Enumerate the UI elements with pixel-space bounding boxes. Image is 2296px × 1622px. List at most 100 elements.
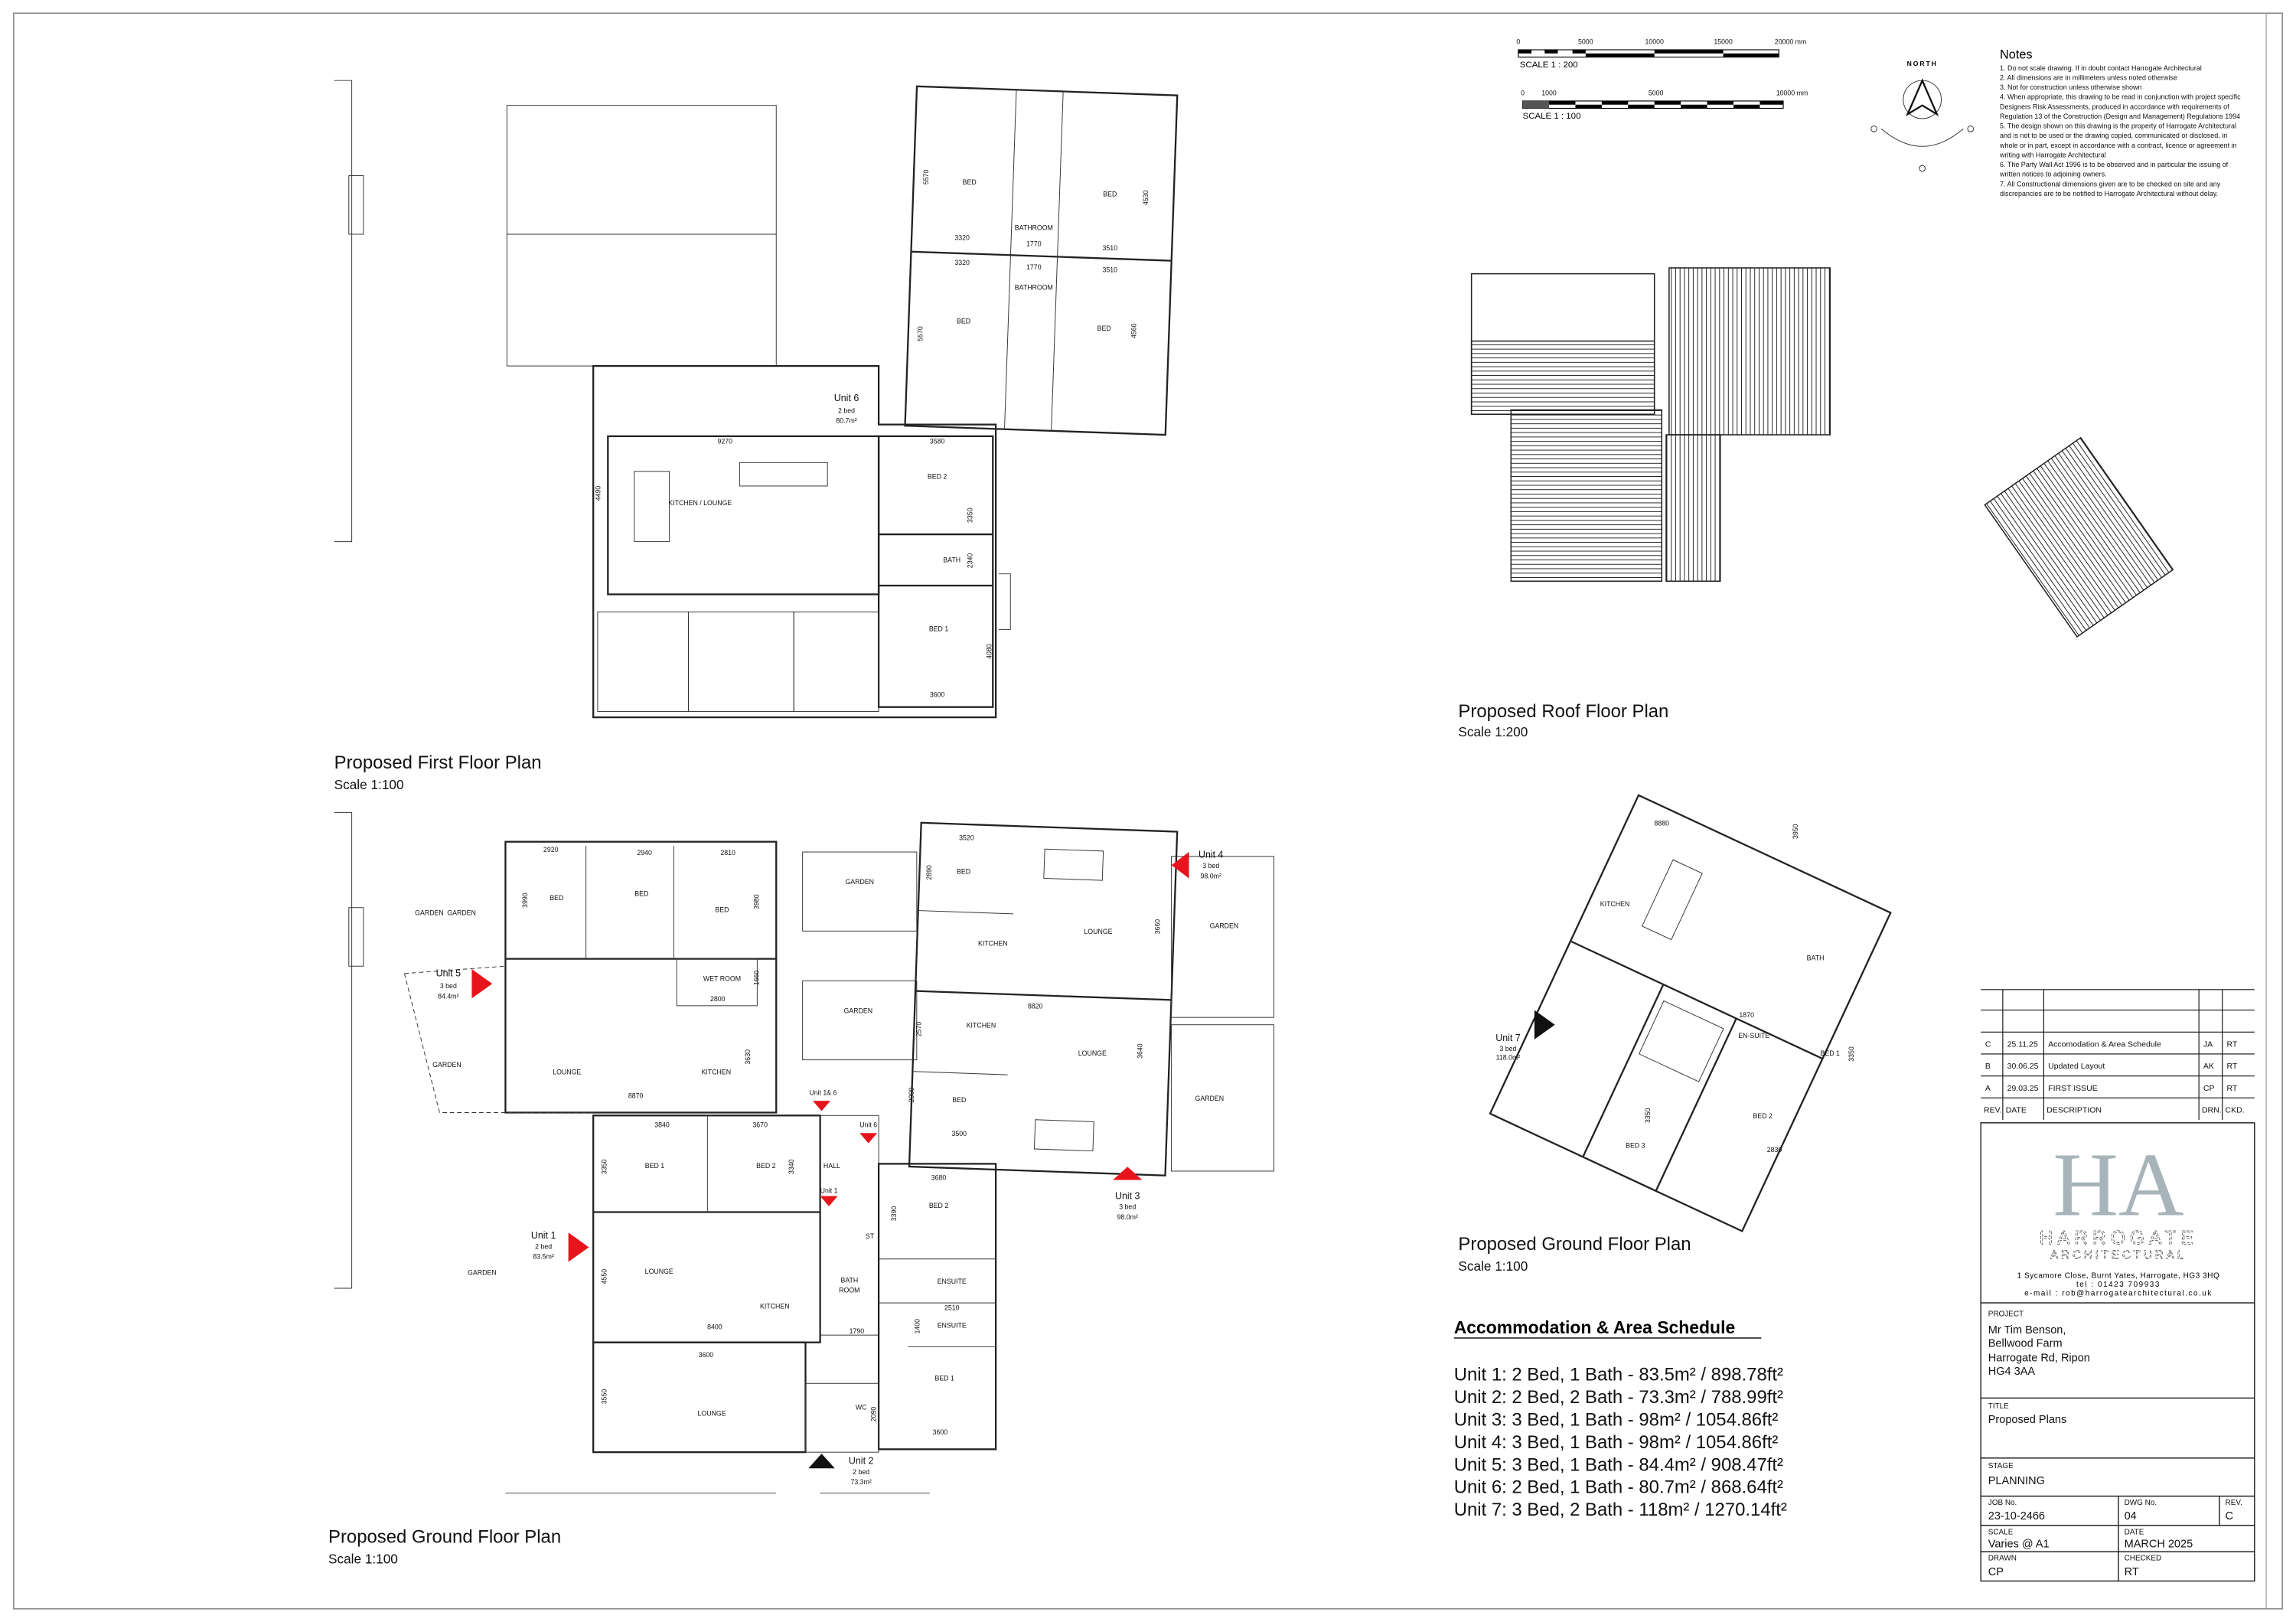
plan-label: 1400 xyxy=(914,1319,921,1334)
revision-cell: JA xyxy=(2203,1039,2213,1049)
plan-label: 3680 xyxy=(931,1173,947,1181)
tick-label: 15000 xyxy=(1714,38,1733,45)
plan-label: 3350 xyxy=(967,507,974,523)
plan-label: KITCHEN xyxy=(978,939,1008,947)
scale-label: SCALE 1 : 100 xyxy=(1523,112,1581,121)
plan-label: KITCHEN xyxy=(1600,900,1630,908)
north-label: NORTH xyxy=(1907,60,1938,67)
plan-label: 3510 xyxy=(1103,266,1118,274)
note-line: 3. Not for construction unless otherwise… xyxy=(2000,83,2141,91)
plan-label: WC xyxy=(856,1404,867,1411)
plan-label: BED xyxy=(1097,325,1111,332)
scale-bar-1-100: 0 1000 5000 10000 mm SCALE 1 : 100 xyxy=(1521,89,1808,121)
plan-label: Unit 7 xyxy=(1495,1033,1521,1043)
plan-label: BED xyxy=(715,906,729,913)
plan-label: 1790 xyxy=(850,1327,865,1335)
plan-label: LOUNGE xyxy=(698,1409,726,1417)
plan-scale: Scale 1:100 xyxy=(334,777,404,792)
revision-cell: Updated Layout xyxy=(2048,1062,2105,1071)
date-label: DATE xyxy=(2125,1528,2144,1536)
plan-label: ST xyxy=(866,1232,875,1240)
plan-label: 2810 xyxy=(720,849,735,857)
scale-label: SCALE 1 : 200 xyxy=(1520,60,1578,70)
plan-label: BED 2 xyxy=(929,1202,948,1209)
revision-cell: 29.03.25 xyxy=(2007,1084,2039,1093)
revision-table xyxy=(1981,989,2255,1121)
revision-cell: B xyxy=(1985,1062,1991,1071)
unit1-6-entrance-marker xyxy=(813,1101,830,1111)
plan-label: BED 2 xyxy=(928,472,947,480)
plan-label: 1770 xyxy=(1026,240,1042,247)
plan-label: 98.0m² xyxy=(1117,1213,1138,1221)
plan-label: Unit 5 xyxy=(436,968,461,979)
plan-label: BATHROOM xyxy=(1015,284,1053,292)
plan-label: BED xyxy=(1103,190,1117,197)
tick-label: 5000 xyxy=(1578,38,1593,45)
company-logo: HA HARROGATE ARCHITECTURAL xyxy=(2039,1134,2193,1262)
plan-label: 2090 xyxy=(869,1407,877,1422)
note-line: Regulation 13 of the Construction (Desig… xyxy=(2000,113,2240,120)
plan-label: 4080 xyxy=(985,644,993,659)
plan-label: 1660 xyxy=(752,971,760,986)
plan-label: Unit 3 xyxy=(1115,1190,1140,1201)
company-email: e-mail : rob@harrogatearchitectural.co.u… xyxy=(2024,1290,2213,1298)
revision-header: REV. xyxy=(1984,1105,2002,1115)
plan-label: 83.5m² xyxy=(533,1253,553,1261)
rev-label: REV. xyxy=(2226,1499,2242,1507)
plan-label: 3520 xyxy=(959,834,974,842)
note-line: and is not to be used or the drawing cop… xyxy=(2000,132,2227,139)
north-compass-icon: NORTH xyxy=(1870,60,1975,172)
plan-label: GARDEN xyxy=(415,909,444,916)
project-line: Harrogate Rd, Ripon xyxy=(1988,1353,2090,1365)
plan-label: BED xyxy=(550,894,563,902)
project-label: PROJECT xyxy=(1988,1310,2024,1318)
plan-label: 3 bed xyxy=(1499,1045,1516,1053)
plan-label: LOUNGE xyxy=(1084,928,1112,935)
plan-label: 3500 xyxy=(952,1130,967,1137)
plan-title: Proposed Ground Floor Plan xyxy=(328,1527,561,1548)
plan-label: ENSUITE xyxy=(938,1278,967,1285)
plan-label: BED 2 xyxy=(756,1162,775,1170)
rev-value: C xyxy=(2226,1510,2233,1522)
unit2-entrance-marker xyxy=(808,1454,835,1469)
plan-label: BED 1 xyxy=(929,625,948,632)
revision-cell: 30.06.25 xyxy=(2007,1062,2039,1071)
plan-label: Unit 2 xyxy=(849,1455,874,1466)
plan-label: 5570 xyxy=(922,170,930,185)
company-tel: tel : 01423 709933 xyxy=(2076,1281,2161,1289)
schedule-row: Unit 6: 2 Bed, 1 Bath - 80.7m² / 868.64f… xyxy=(1454,1477,1783,1498)
plan-label: ENSUITE xyxy=(938,1322,967,1330)
title-label: TITLE xyxy=(1988,1402,2009,1411)
plan-label: GARDEN xyxy=(432,1061,461,1069)
plan-label: 2 bed xyxy=(853,1468,869,1476)
plan-label: 3 bed xyxy=(440,982,457,990)
note-line: written notices to adjoining owners. xyxy=(1999,171,2107,178)
drawn-value: CP xyxy=(1988,1566,2004,1578)
revision-header: CKD. xyxy=(2226,1105,2245,1115)
schedule-row: Unit 4: 3 Bed, 1 Bath - 98m² / 1054.86ft… xyxy=(1454,1432,1779,1453)
stage-label: STAGE xyxy=(1988,1462,2014,1470)
plan-label: BATH xyxy=(1807,955,1825,962)
stage-value: PLANNING xyxy=(1988,1475,2045,1487)
scale-bar-1-200: 0 5000 10000 15000 20000 mm SCALE 1 : 20… xyxy=(1516,38,1806,70)
plan-label: KITCHEN xyxy=(702,1069,732,1076)
company-address: 1 Sycamore Close, Burnt Yates, Harrogate… xyxy=(2017,1272,2220,1281)
plan-label: BATHROOM xyxy=(1015,224,1053,231)
plan-label: 3390 xyxy=(890,1206,898,1222)
plan-label: Unit 1 xyxy=(820,1187,838,1195)
plan-label: Unit 1& 6 xyxy=(809,1089,837,1097)
plan-label: Unit 4 xyxy=(1199,850,1224,860)
revision-header: DRN. xyxy=(2202,1105,2222,1115)
revision-cell: C xyxy=(1985,1039,1991,1049)
note-line: whole or in part, except in accordance w… xyxy=(1999,142,2237,149)
plan-label: 4560 xyxy=(1130,323,1138,338)
plan-label: 2920 xyxy=(543,846,559,853)
plan-label: 3350 xyxy=(600,1159,608,1174)
plan-label: 2340 xyxy=(967,553,974,569)
plan-label: 3980 xyxy=(752,894,760,909)
notes-title: Notes xyxy=(2000,47,2032,61)
